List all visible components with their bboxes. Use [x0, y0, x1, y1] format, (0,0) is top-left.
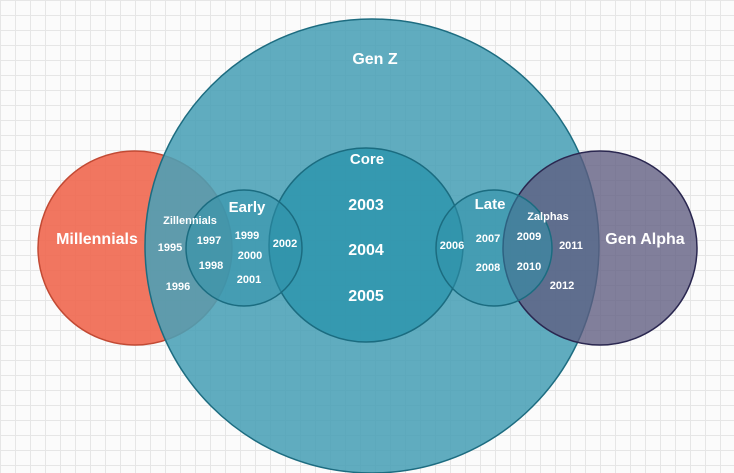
year-1995: 1995 [158, 242, 182, 254]
gen-alpha-label: Gen Alpha [605, 231, 685, 248]
year-2002: 2002 [273, 238, 297, 250]
year-2000: 2000 [238, 250, 262, 262]
gen-z-label: Gen Z [352, 51, 398, 68]
zalphas-label: Zalphas [527, 211, 569, 223]
millennials-label: Millennials [56, 231, 138, 248]
year-2006: 2006 [440, 240, 464, 252]
year-2011: 2011 [559, 240, 583, 252]
year-2003: 2003 [348, 197, 384, 214]
year-1998: 1998 [199, 260, 223, 272]
late-circle[interactable] [435, 189, 553, 307]
late-label: Late [475, 196, 506, 213]
year-2008: 2008 [476, 262, 500, 274]
year-2007: 2007 [476, 233, 500, 245]
core-label: Core [350, 151, 384, 168]
early-circle[interactable] [185, 189, 303, 307]
year-2010: 2010 [517, 261, 541, 273]
year-1996: 1996 [166, 281, 190, 293]
early-label: Early [229, 199, 266, 216]
year-1997: 1997 [197, 235, 221, 247]
year-2009: 2009 [517, 231, 541, 243]
zillennials-label: Zillennials [163, 215, 217, 227]
year-1999: 1999 [235, 230, 259, 242]
year-2005: 2005 [348, 288, 384, 305]
year-2004: 2004 [348, 242, 384, 259]
year-2012: 2012 [550, 280, 574, 292]
year-2001: 2001 [237, 274, 261, 286]
